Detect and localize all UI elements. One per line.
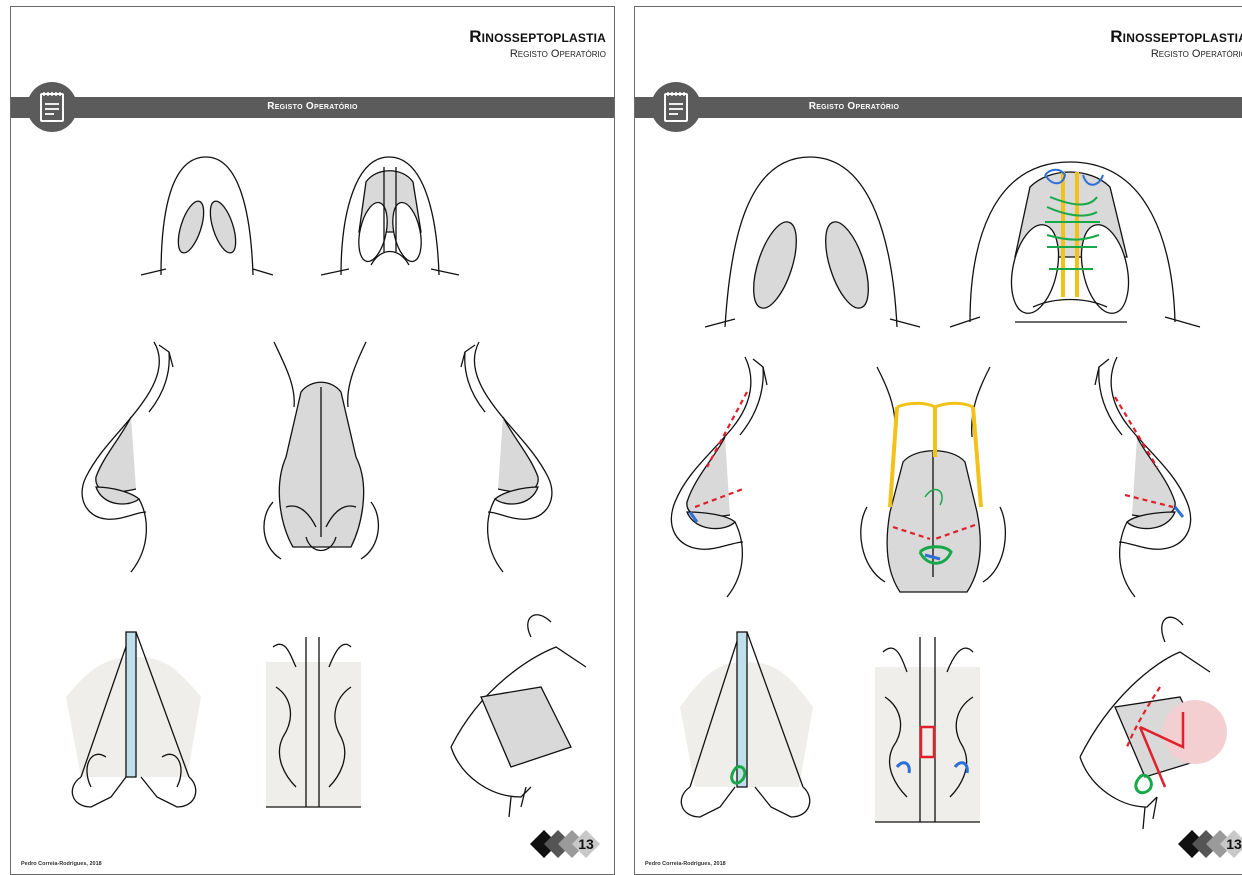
nasal-base-view [141, 157, 273, 275]
sagittal-section-annotated-view [1080, 617, 1227, 829]
page-number-marker: 13 [1163, 829, 1242, 864]
nasal-left-profile-annotated-view [671, 357, 767, 597]
annotated-nose-diagram-sheet [635, 7, 1242, 875]
septum-annotated-view [680, 632, 813, 817]
coronal-section-annotated-view [875, 637, 980, 822]
nasal-frontal-annotated-view [861, 367, 1006, 592]
operative-record-page-annotated: Rinosseptoplastia Registo Operatório Reg… [634, 6, 1242, 875]
diamond-stack-icon: 13 [515, 829, 601, 859]
septum-view [66, 632, 201, 807]
page-number: 13 [578, 836, 594, 852]
nasal-frontal-view [264, 342, 378, 559]
nasal-right-profile-view [461, 342, 552, 572]
page-number-marker: 13 [515, 829, 601, 864]
nasal-right-profile-annotated-view [1095, 357, 1191, 597]
nasal-left-profile-view [82, 342, 173, 572]
nasal-base-cartilage-view [321, 157, 459, 275]
author-credit: Pedro Correia-Rodrigues, 2018 [645, 861, 726, 867]
coronal-section-view [266, 637, 361, 807]
sagittal-section-view [451, 615, 586, 817]
diamond-stack-icon: 13 [1163, 829, 1242, 859]
nasal-base-view [705, 157, 920, 327]
nose-diagram-sheet [11, 7, 615, 875]
operative-record-page-blank: Rinosseptoplastia Registo Operatório Reg… [10, 6, 615, 875]
page-number: 13 [1226, 836, 1242, 852]
nasal-base-annotated-view [950, 162, 1200, 327]
author-credit: Pedro Correia-Rodrigues, 2018 [21, 861, 102, 867]
